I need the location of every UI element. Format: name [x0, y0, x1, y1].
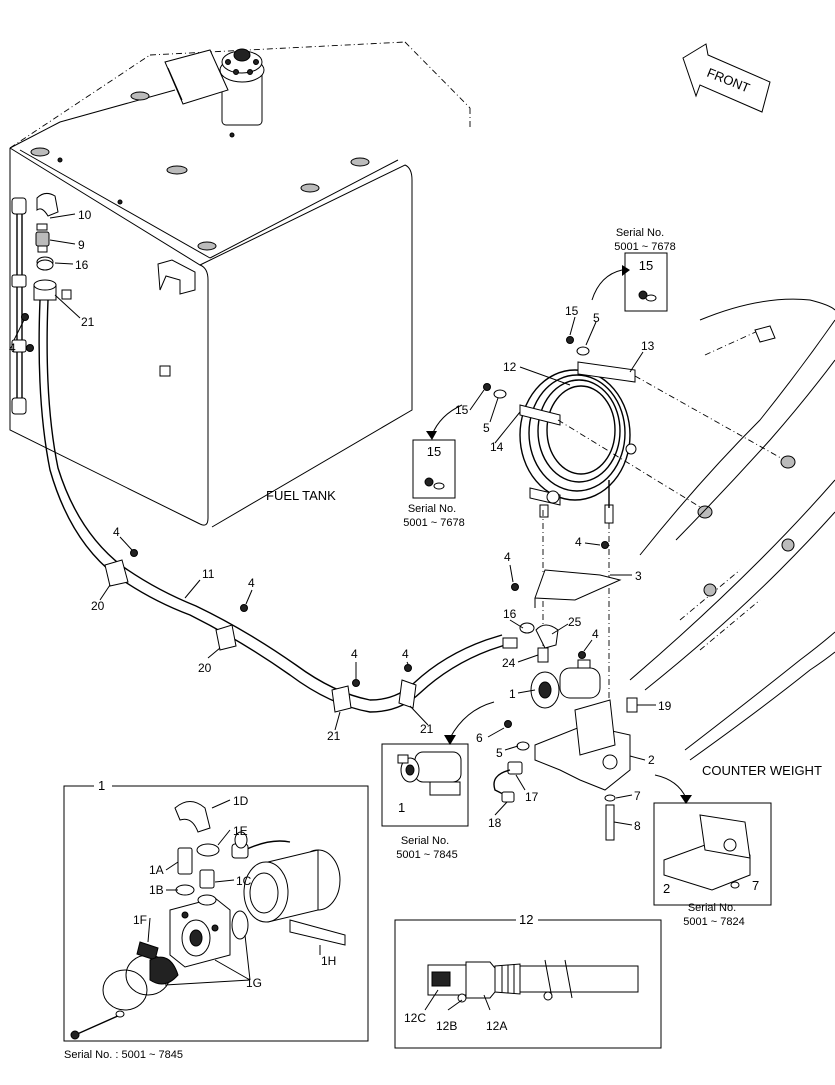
callout-leaders	[13, 213, 656, 826]
callout-4: 4	[248, 576, 255, 590]
detail-1-label-1b: 1B	[149, 883, 164, 897]
detail-12-label-12b: 12B	[436, 1019, 457, 1033]
detail-1-label-1e: 1E	[233, 824, 248, 838]
detail-1-label-1a: 1A	[149, 863, 164, 877]
callout-4: 4	[9, 341, 16, 355]
callout-7: 7	[634, 789, 641, 803]
callout-16: 16	[75, 258, 89, 272]
callout-13: 13	[641, 339, 655, 353]
serial-inset-pump: 1 Serial No. 5001 ~ 7845	[381, 701, 495, 861]
callout-5: 5	[593, 311, 600, 325]
serial-inset-part-label: 7	[752, 878, 759, 893]
callout-15: 15	[565, 304, 579, 318]
serial-inset-mid-left: 15 Serial No. 5001 ~ 7678	[403, 404, 465, 529]
detail-1-serial: Serial No. : 5001 ~ 7845	[64, 1049, 183, 1061]
callout-4: 4	[351, 647, 358, 661]
callout-20: 20	[91, 599, 105, 613]
callout-18: 18	[488, 816, 502, 830]
serial-inset-label: Serial No.	[401, 835, 449, 847]
detail-12-label-12a: 12A	[486, 1019, 507, 1033]
counter-weight	[629, 298, 835, 761]
callout-4: 4	[402, 647, 409, 661]
detail-1-number: 1	[98, 778, 105, 793]
serial-inset-part-label: 15	[427, 444, 441, 459]
detail-1-pump-exploded: 1	[63, 778, 369, 1042]
serial-inset-label: Serial No.	[408, 503, 456, 515]
detail-1-label-1h: 1H	[321, 954, 336, 968]
serial-inset-label: Serial No.	[688, 902, 736, 914]
detail-12-number: 12	[519, 912, 533, 927]
callout-21: 21	[420, 722, 434, 736]
detail-1-label-1f: 1F	[133, 913, 147, 927]
callout-21: 21	[327, 729, 341, 743]
callout-4: 4	[504, 550, 511, 564]
callout-6: 6	[476, 731, 483, 745]
callout-8: 8	[634, 819, 641, 833]
callout-5: 5	[483, 421, 490, 435]
hose-coil	[483, 336, 796, 720]
callout-15: 15	[455, 403, 469, 417]
callout-17: 17	[525, 790, 539, 804]
fuel-pump-assembly	[493, 541, 638, 841]
serial-inset-label: Serial No.	[616, 227, 664, 239]
callout-numbers: 10 9 16 21 4 15 5 13 12 15 5 14 4 11 4 2…	[9, 208, 672, 833]
serial-inset-part-label: 1	[398, 800, 405, 815]
serial-inset-range: 5001 ~ 7824	[683, 916, 744, 928]
callout-19: 19	[658, 699, 672, 713]
callout-21: 21	[81, 315, 95, 329]
serial-inset-range: 5001 ~ 7678	[403, 517, 464, 529]
callout-16: 16	[503, 607, 517, 621]
serial-inset-range: 5001 ~ 7678	[614, 241, 675, 253]
callout-3: 3	[635, 569, 642, 583]
detail-1-label-1d: 1D	[233, 794, 249, 808]
callout-14: 14	[490, 440, 504, 454]
fuel-hose	[38, 299, 518, 713]
callout-10: 10	[78, 208, 92, 222]
callout-1: 1	[509, 687, 516, 701]
serial-inset-top-right: 15 Serial No. 5001 ~ 7678	[591, 227, 676, 312]
serial-inset-range: 5001 ~ 7845	[396, 849, 457, 861]
fuel-tank	[9, 41, 471, 528]
callout-20: 20	[198, 661, 212, 675]
serial-inset-bracket: 2 7 Serial No. 5001 ~ 7824	[653, 774, 772, 928]
front-arrow-icon: FRONT	[682, 43, 771, 113]
callout-25: 25	[568, 615, 582, 629]
callout-2: 2	[648, 753, 655, 767]
callout-4: 4	[592, 627, 599, 641]
fuel-tank-label: FUEL TANK	[266, 488, 336, 503]
serial-inset-part-label: 15	[639, 258, 653, 273]
callout-12: 12	[503, 360, 517, 374]
callout-4: 4	[113, 525, 120, 539]
callout-9: 9	[78, 238, 85, 252]
callout-24: 24	[502, 656, 516, 670]
callout-5: 5	[496, 746, 503, 760]
callout-11: 11	[202, 567, 215, 581]
detail-1-label-1g: 1G	[246, 976, 262, 990]
detail-12-label-12c: 12C	[404, 1011, 426, 1025]
serial-inset-part-label: 2	[663, 881, 670, 896]
callout-4: 4	[575, 535, 582, 549]
detail-12-hose-end: 12	[394, 912, 662, 1049]
counter-weight-label: COUNTER WEIGHT	[702, 763, 822, 778]
tank-outlet-fittings	[21, 192, 72, 352]
detail-1-label-1c: 1C	[236, 874, 252, 888]
